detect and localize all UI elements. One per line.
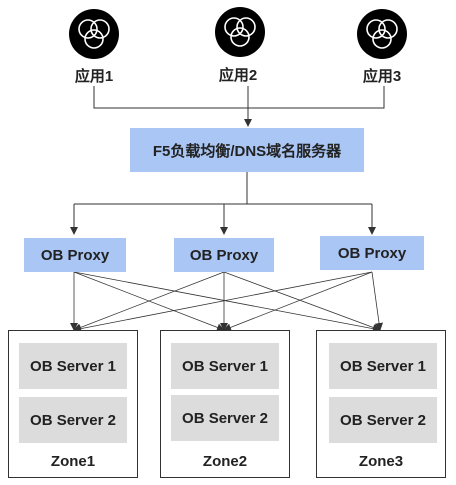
zone-box-2: OB Server 1 OB Server 2 Zone2 xyxy=(160,330,290,478)
three-circle-venn-icon xyxy=(357,9,407,59)
zone-label: Zone2 xyxy=(202,453,248,470)
proxy-to-zone-connectors xyxy=(70,271,384,333)
ob-server-node: OB Server 1 xyxy=(171,343,279,389)
app-to-lb-connectors xyxy=(93,86,385,127)
zone-label: Zone1 xyxy=(50,453,96,470)
ob-server-node: OB Server 2 xyxy=(171,395,279,441)
zone-box-3: OB Server 1 OB Server 2 Zone3 xyxy=(316,330,446,478)
app-label-3: 应用3 xyxy=(362,68,402,85)
ob-server-node: OB Server 1 xyxy=(329,343,437,389)
lb-to-proxy-connectors xyxy=(70,172,376,235)
three-circle-venn-icon xyxy=(69,9,119,59)
ob-proxy-node-2: OB Proxy xyxy=(174,238,274,272)
three-circle-venn-icon xyxy=(215,7,265,57)
ob-proxy-node-3: OB Proxy xyxy=(320,236,424,270)
app-label-2: 应用2 xyxy=(218,67,258,84)
app-label-1: 应用1 xyxy=(74,68,114,85)
load-balancer-node: F5负载均衡/DNS域名服务器 xyxy=(130,128,364,172)
zone-label: Zone3 xyxy=(358,453,404,470)
ob-server-node: OB Server 2 xyxy=(329,397,437,443)
ob-server-node: OB Server 2 xyxy=(19,397,127,443)
ob-proxy-node-1: OB Proxy xyxy=(24,238,126,272)
ob-server-node: OB Server 1 xyxy=(19,343,127,389)
zone-box-1: OB Server 1 OB Server 2 Zone1 xyxy=(8,330,138,478)
